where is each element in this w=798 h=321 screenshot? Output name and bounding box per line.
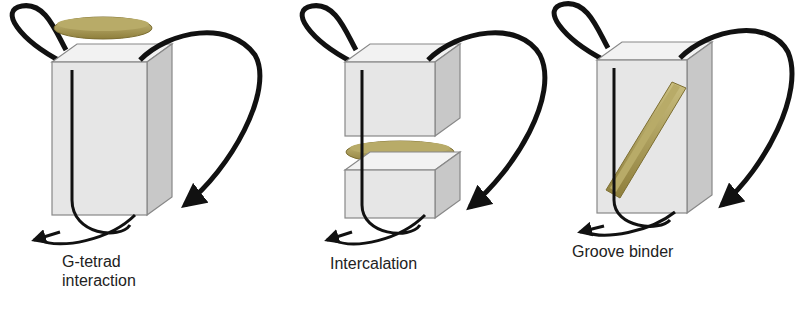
figure-label: Groove binder [572, 242, 752, 261]
quadruplex-1 [12, 6, 260, 244]
quadruplex-2 [302, 6, 545, 244]
figure-label: G-tetrad interaction [62, 252, 162, 290]
quadruplex-3 [554, 4, 792, 235]
figure-label: Intercalation [330, 254, 490, 273]
